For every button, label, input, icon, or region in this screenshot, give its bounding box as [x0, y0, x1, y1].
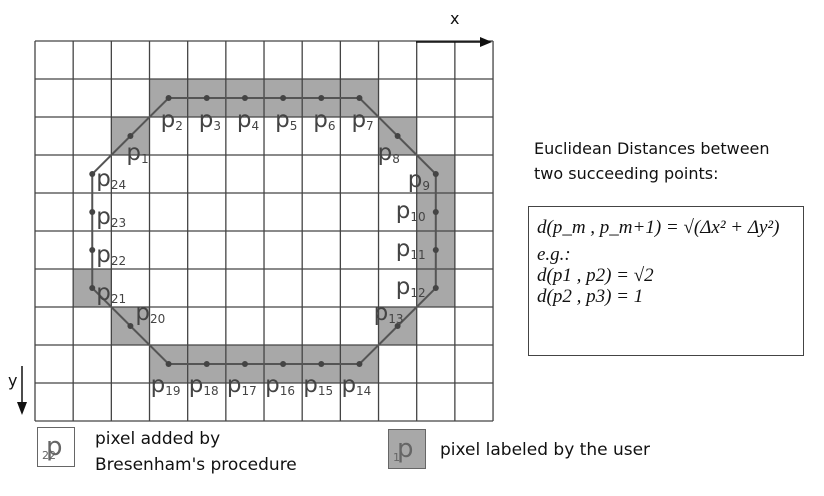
example-1: d(p1 , p2) = √2 [537, 265, 654, 286]
info-title: Euclidean Distances between two succeedi… [534, 136, 770, 186]
legend-added-text: pixel added by Bresenham's procedure [95, 426, 297, 478]
contour-point [203, 95, 210, 101]
contour-point [127, 133, 134, 139]
contour-point [280, 361, 287, 367]
legend-added-line1: pixel added by [95, 429, 221, 449]
contour-point [318, 95, 325, 101]
example-2: d(p2 , p3) = 1 [537, 286, 644, 307]
legend-user-text: pixel labeled by the user [440, 440, 651, 460]
contour-point [318, 361, 325, 367]
legend-added-line2: Bresenham's procedure [95, 455, 297, 475]
contour-point [89, 247, 96, 253]
contour-point [394, 323, 401, 329]
point-label: p13 [374, 300, 404, 326]
contour-point [165, 361, 172, 367]
contour-point [241, 361, 248, 367]
contour-point [356, 95, 363, 101]
contour-point [432, 171, 439, 177]
info-title-line1: Euclidean Distances between [534, 139, 770, 158]
x-axis-label: x [450, 9, 459, 28]
contour-point [89, 171, 96, 177]
contour-point [89, 209, 96, 215]
contour-point [432, 247, 439, 253]
distance-formula: d(p_m , p_m+1) = √(Δx² + Δy²) [537, 217, 780, 238]
contour-point [89, 285, 96, 291]
contour-point [432, 285, 439, 291]
legend-user-sub: 1 [393, 451, 400, 465]
contour-point [280, 95, 287, 101]
contour-point [203, 361, 210, 367]
point-label: p20 [135, 300, 165, 326]
point-label: p22 [96, 242, 126, 268]
x-arrowhead-icon [480, 37, 492, 47]
formula-box: d(p_m , p_m+1) = √(Δx² + Δy²) e.g.: d(p1… [528, 206, 804, 356]
contour-point [165, 95, 172, 101]
legend-added-symbol: p [46, 432, 63, 462]
y-arrowhead-icon [17, 402, 27, 415]
contour-point [241, 95, 248, 101]
contour-point [394, 133, 401, 139]
contour-point [127, 323, 134, 329]
info-title-line2: two succeeding points: [534, 164, 719, 183]
y-axis-label: y [8, 371, 17, 390]
eg-label: e.g.: [537, 244, 571, 265]
contour-point [356, 361, 363, 367]
contour-points [89, 95, 439, 367]
contour-point [432, 209, 439, 215]
legend-user-symbol: p [397, 434, 414, 464]
legend-added-sub: 22 [42, 449, 56, 463]
